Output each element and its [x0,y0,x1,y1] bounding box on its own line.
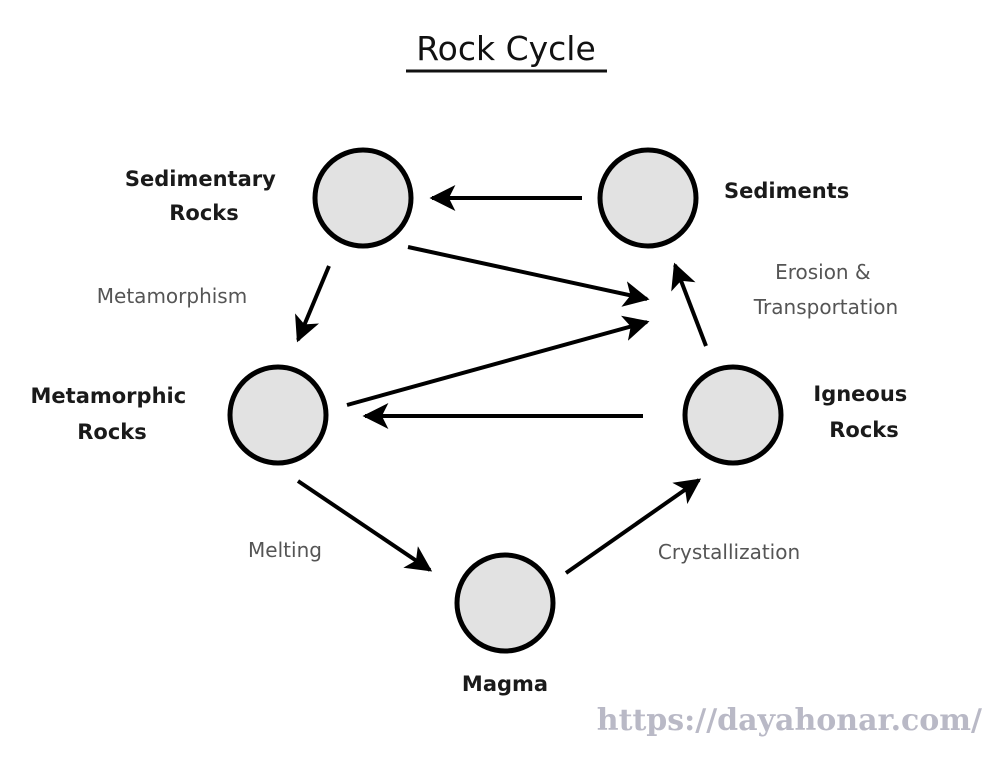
node-magma [454,552,556,654]
arrow-magma-to-igneous [564,478,702,575]
arrow-metamorphic-to-erosion [346,315,650,407]
diagram-title: Rock Cycle [416,29,596,68]
label-igneous-rocks: Igneous Rocks [813,382,914,442]
node-labels: Sedimentary Rocks Sediments Metamorphic … [31,167,914,696]
node-sedimentary-rocks [312,147,414,249]
label-sediments: Sediments [724,179,849,203]
node-metamorphic-rocks [227,364,329,466]
nodes [227,147,784,654]
label-crystallization: Crystallization [658,540,800,564]
arrow-sedimentary-to-metamorphic [295,265,331,343]
label-magma: Magma [462,672,548,696]
arrow-igneous-to-sediments [671,262,708,347]
label-erosion-transportation: Erosion & Transportation [753,260,898,319]
label-melting: Melting [248,538,322,562]
arrow-metamorphic-to-magma [296,479,433,572]
watermark-url: https://dayahonar.com/ [597,703,982,738]
arrows [295,185,708,575]
label-metamorphism: Metamorphism [97,284,247,308]
node-igneous-rocks [682,364,784,466]
process-labels: Metamorphism Erosion & Transportation Me… [97,260,898,564]
node-sediments [597,147,699,249]
label-sedimentary-rocks: Sedimentary Rocks [125,167,283,225]
label-metamorphic-rocks: Metamorphic Rocks [31,384,194,444]
arrow-sedimentary-to-erosion [407,245,650,307]
